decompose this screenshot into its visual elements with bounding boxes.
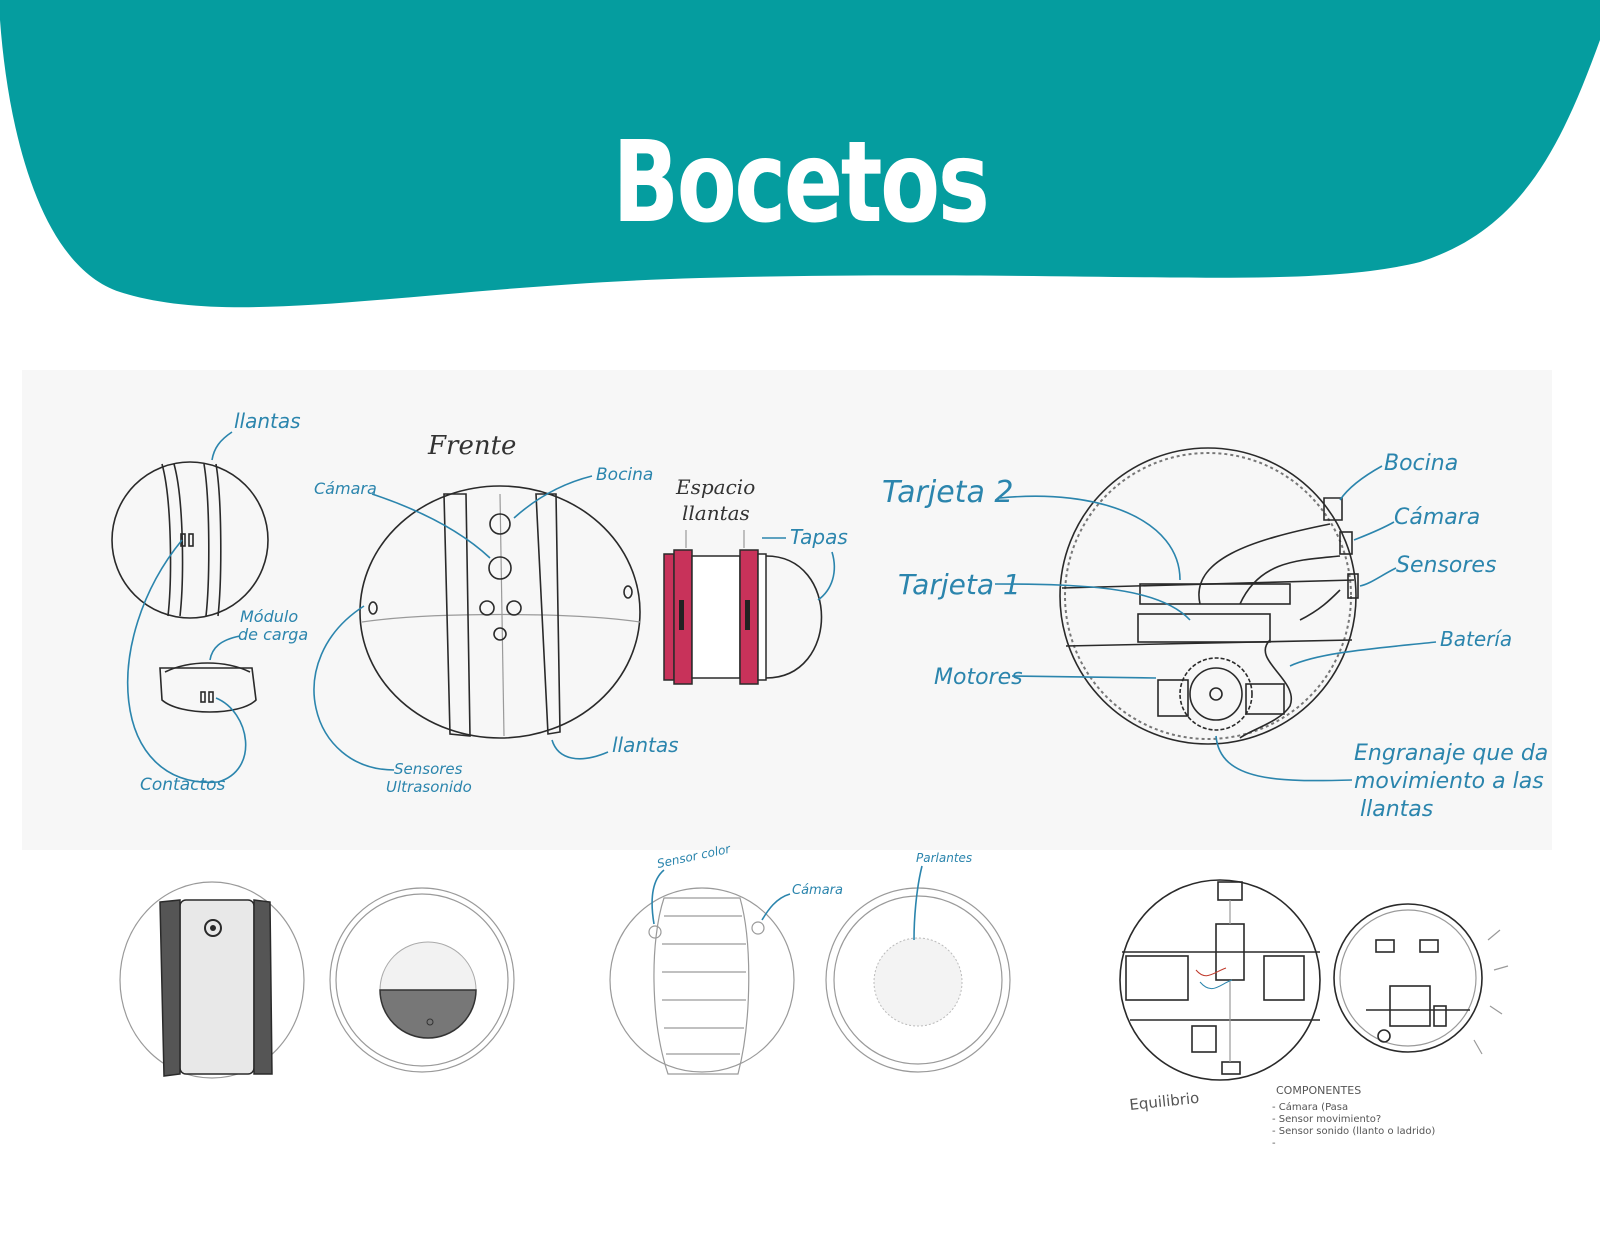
label-tarjeta1: Tarjeta 1 bbox=[898, 568, 1021, 601]
label-llantas-front: llantas bbox=[612, 733, 679, 757]
bottom-sketch-equilibrio-side bbox=[1333, 903, 1509, 1055]
arrow-parlantes bbox=[913, 865, 923, 941]
label-modulo-1: Módulo bbox=[240, 607, 298, 626]
arrow-bateria bbox=[1289, 641, 1437, 667]
arrow-tapas-2 bbox=[817, 551, 836, 601]
arrow-tarjeta2 bbox=[999, 495, 1181, 581]
label-llantas-top: llantas bbox=[234, 409, 301, 433]
label-contactos: Contactos bbox=[140, 775, 226, 795]
label-sensores-1: Sensores bbox=[394, 760, 463, 778]
label-camara-bottom: Cámara bbox=[792, 883, 843, 898]
label-engranaje-2: movimiento a las bbox=[1354, 769, 1544, 794]
sketch-panel bbox=[22, 370, 1552, 850]
label-componentes-1: - Cámara (Pasa bbox=[1272, 1101, 1348, 1113]
arrow-motores bbox=[1011, 675, 1157, 679]
arrow-camara-bottom bbox=[761, 893, 791, 921]
arrow-tarjeta1 bbox=[994, 583, 1191, 621]
label-engranaje-1: Engranaje que da bbox=[1354, 741, 1548, 766]
label-espacio-2: llantas bbox=[682, 501, 750, 525]
arrow-sensores bbox=[313, 605, 395, 771]
bottom-sketch-side-dark bbox=[119, 881, 305, 1079]
arrow-camara bbox=[371, 493, 491, 559]
arrow-contactos bbox=[126, 539, 219, 783]
header-wave-band bbox=[0, 0, 1600, 308]
label-engranaje-3: llantas bbox=[1360, 797, 1433, 822]
arrow-camara-int bbox=[1353, 521, 1395, 541]
label-espacio-1: Espacio bbox=[675, 475, 755, 499]
arrow-sensores-int bbox=[1359, 567, 1397, 587]
page-title: Bocetos bbox=[612, 118, 989, 248]
label-equilibrio: Equilibrio bbox=[1129, 1089, 1201, 1114]
label-parlantes: Parlantes bbox=[916, 851, 972, 865]
sketch-wheel-caps bbox=[663, 549, 823, 685]
arrow-engranaje bbox=[1215, 735, 1353, 782]
bottom-sketch-speaker-grille bbox=[825, 887, 1011, 1073]
label-componentes-title: COMPONENTES bbox=[1276, 1084, 1361, 1097]
label-sensores-int: Sensores bbox=[1396, 553, 1496, 578]
label-bocina-int: Bocina bbox=[1384, 451, 1458, 476]
bottom-sketch-half-grille bbox=[329, 887, 515, 1073]
arrow-llantas-front bbox=[551, 739, 609, 760]
bottom-sketch-equilibrio bbox=[1119, 879, 1321, 1081]
arrow-bocina bbox=[513, 475, 593, 519]
label-componentes-2: - Sensor movimiento? bbox=[1272, 1114, 1381, 1125]
label-modulo-2: de carga bbox=[238, 625, 308, 644]
label-tarjeta2: Tarjeta 2 bbox=[882, 475, 1013, 510]
label-camara-int: Cámara bbox=[1394, 505, 1480, 530]
sketch-internal-components bbox=[1059, 447, 1359, 745]
label-tapas: Tapas bbox=[790, 525, 848, 549]
label-camara-front: Cámara bbox=[314, 479, 377, 498]
arrow-bocina-int bbox=[1339, 465, 1383, 501]
label-componentes-4: - bbox=[1272, 1138, 1276, 1149]
label-sensor-color: Sensor color bbox=[656, 842, 733, 871]
sketch-side-view bbox=[111, 461, 269, 619]
label-motores: Motores bbox=[934, 665, 1023, 690]
arrow-contactos-2 bbox=[215, 697, 247, 783]
arrow-sensor-color bbox=[651, 869, 665, 925]
label-bateria: Batería bbox=[1440, 627, 1512, 651]
label-frente: Frente bbox=[427, 431, 516, 461]
arrow-llantas-top bbox=[211, 431, 233, 461]
label-bocina-front: Bocina bbox=[596, 465, 653, 485]
bottom-sketch-wheel-front bbox=[609, 887, 795, 1075]
sketch-front-view bbox=[359, 485, 641, 739]
label-sensores-2: Ultrasonido bbox=[386, 778, 472, 796]
label-componentes-3: - Sensor sonido (llanto o ladrido) bbox=[1272, 1126, 1435, 1137]
arrow-modulo bbox=[209, 635, 241, 661]
charging-module-sketch bbox=[159, 662, 257, 713]
